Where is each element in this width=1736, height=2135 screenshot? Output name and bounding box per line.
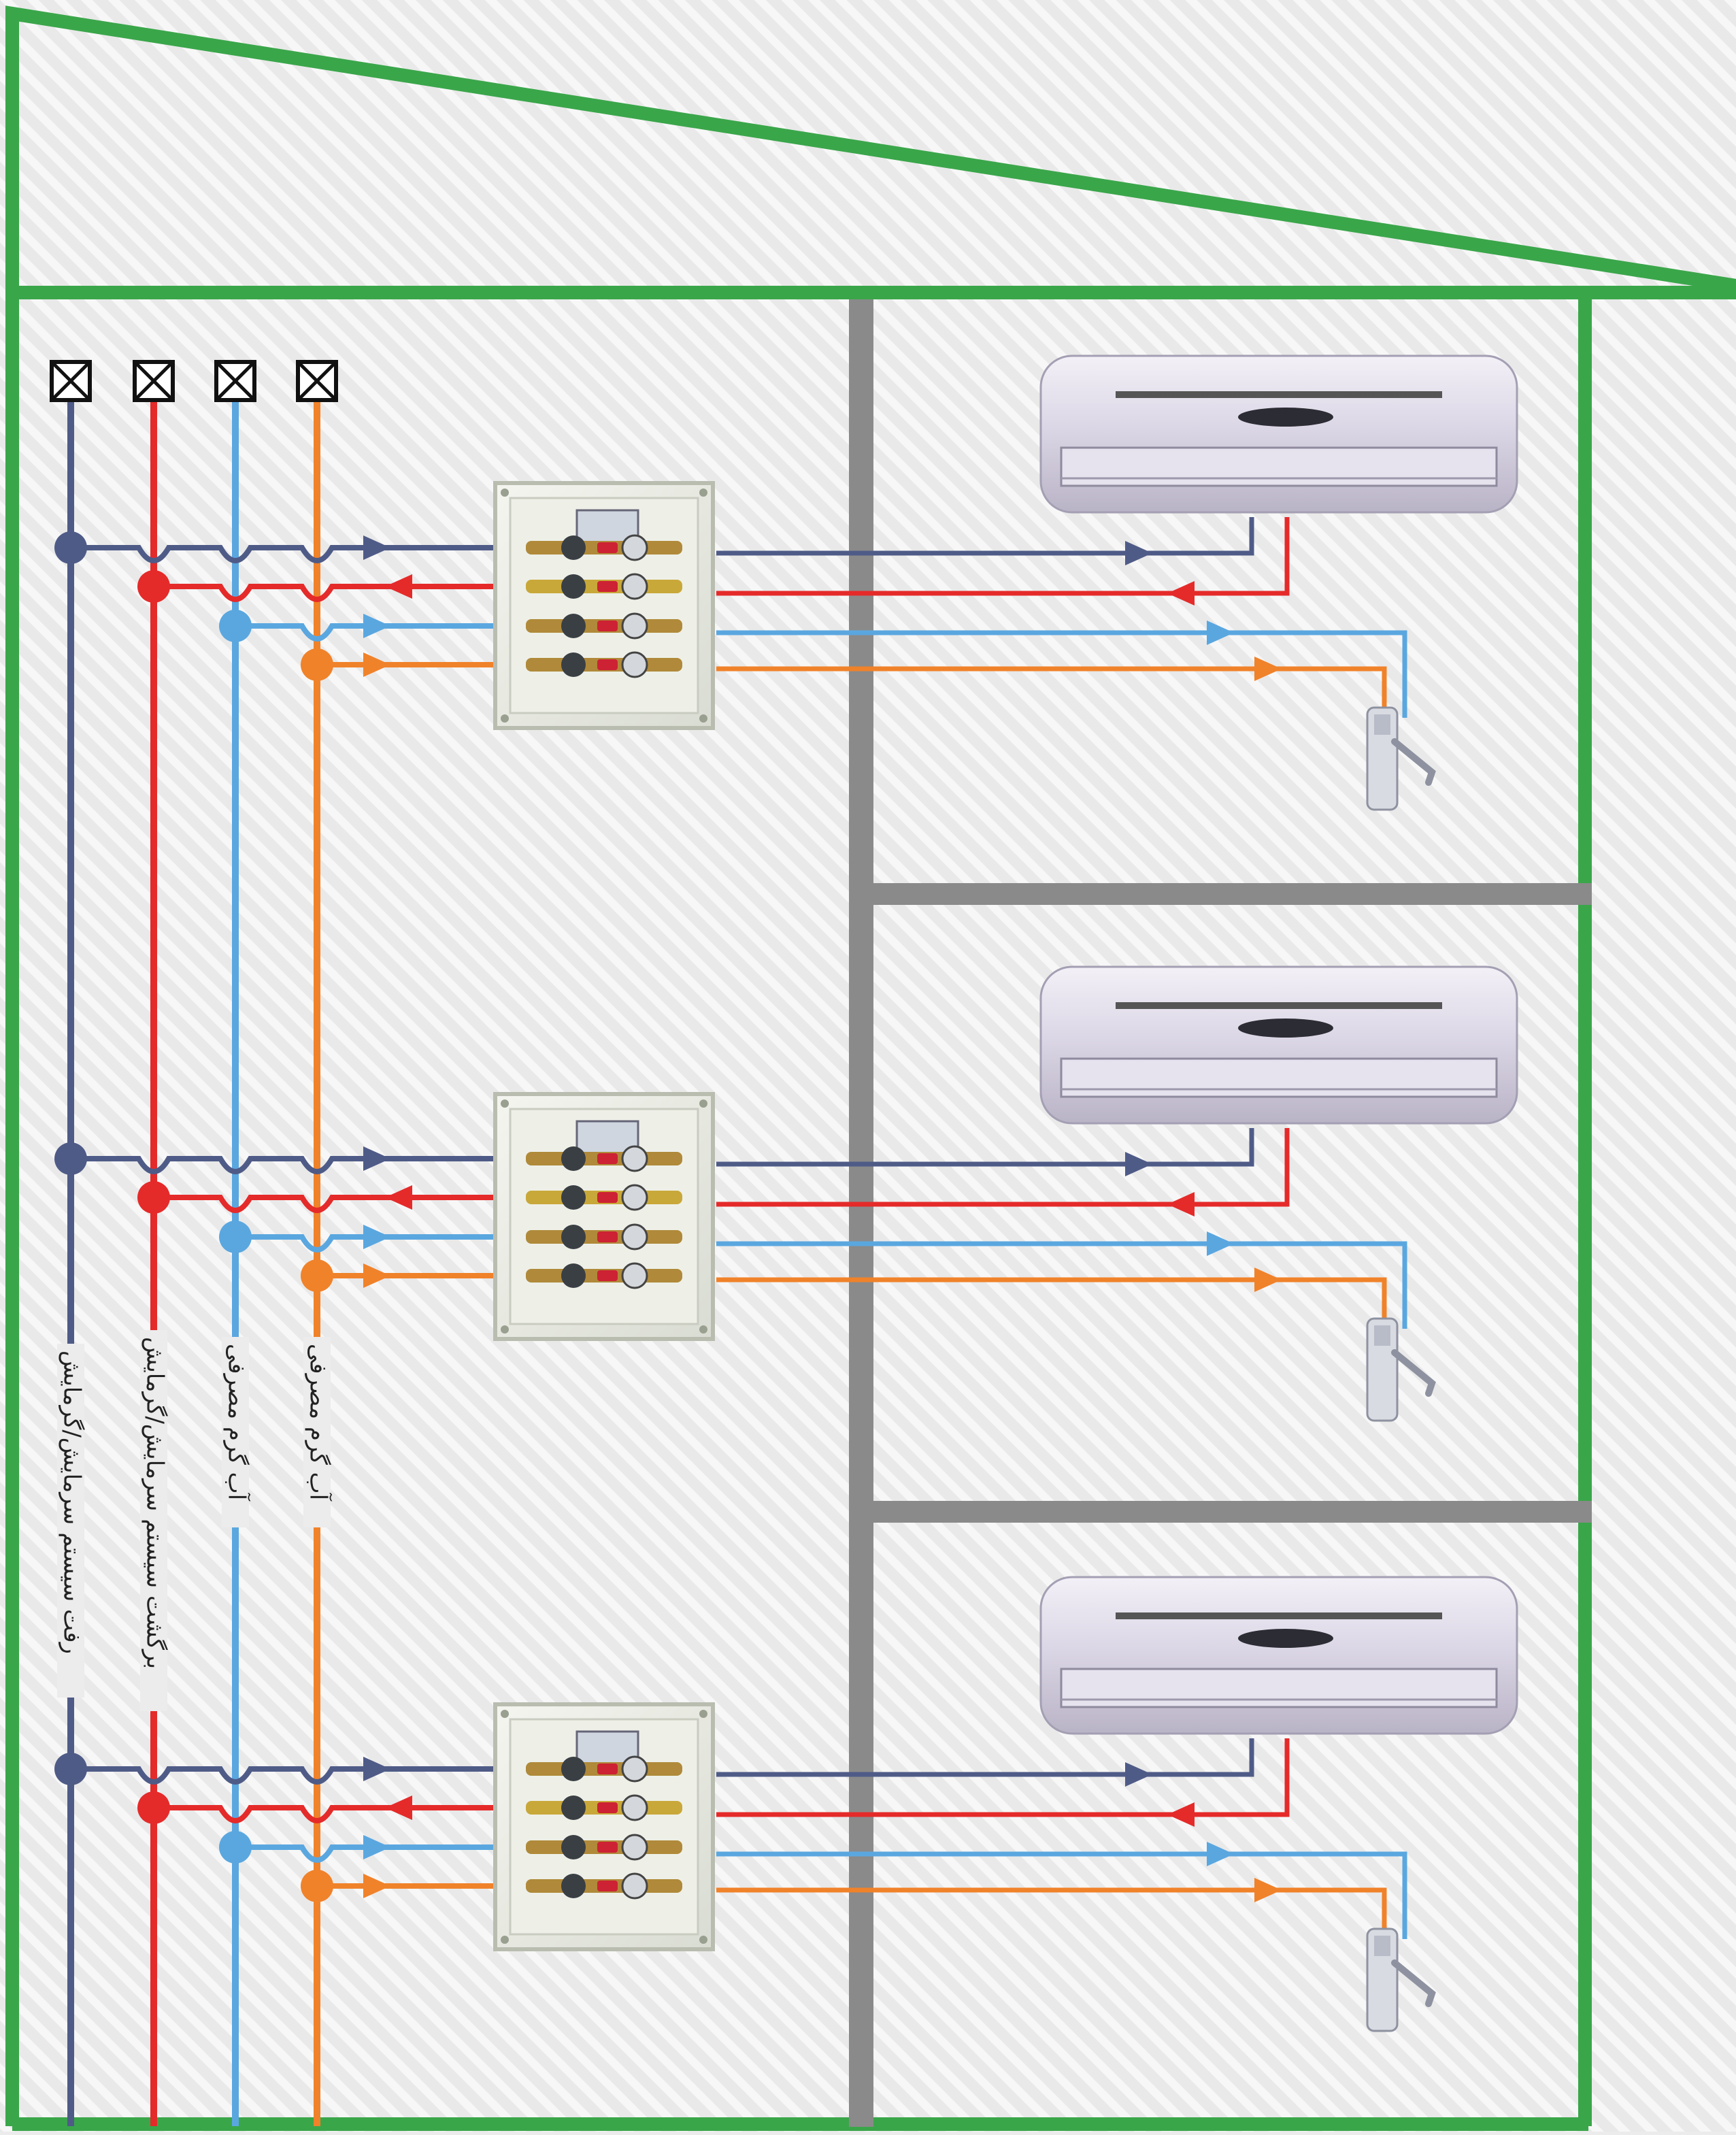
riser-tee-node (137, 1791, 170, 1824)
riser-tee-node (54, 1142, 87, 1175)
label-cold-water: آب گرم مصرفی (223, 1344, 251, 1502)
valve-icon (216, 362, 254, 400)
label-hot-water: آب گرم مصرفی (305, 1344, 333, 1502)
riser-tee-node (219, 610, 252, 642)
meter-manifold-icon (495, 1094, 713, 1339)
riser-tee-node (219, 1221, 252, 1253)
air-conditioner-icon (1041, 1577, 1517, 1734)
riser-tee-node (137, 1181, 170, 1214)
riser-tee-node (54, 1753, 87, 1785)
valve-icon (135, 362, 173, 400)
meter-manifold-icon (495, 1704, 713, 1949)
riser-tee-node (219, 1831, 252, 1864)
meter-manifold-icon (495, 483, 713, 728)
floor-slab-1 (873, 883, 1592, 905)
air-conditioner-icon (1041, 967, 1517, 1123)
floor-slab-2 (873, 1501, 1592, 1523)
riser-tee-node (301, 1870, 333, 1902)
label-supply: رفت سیستم سرمایش/گرمایش (59, 1351, 86, 1654)
valve-icon (52, 362, 90, 400)
riser-tee-node (137, 570, 170, 603)
riser-tee-node (301, 648, 333, 681)
riser-tee-node (301, 1259, 333, 1292)
valve-icon (298, 362, 336, 400)
air-conditioner-icon (1041, 356, 1517, 512)
label-return: برگشت سیستم سرمایش/گرمایش (141, 1337, 169, 1669)
riser-tee-node (54, 531, 87, 564)
